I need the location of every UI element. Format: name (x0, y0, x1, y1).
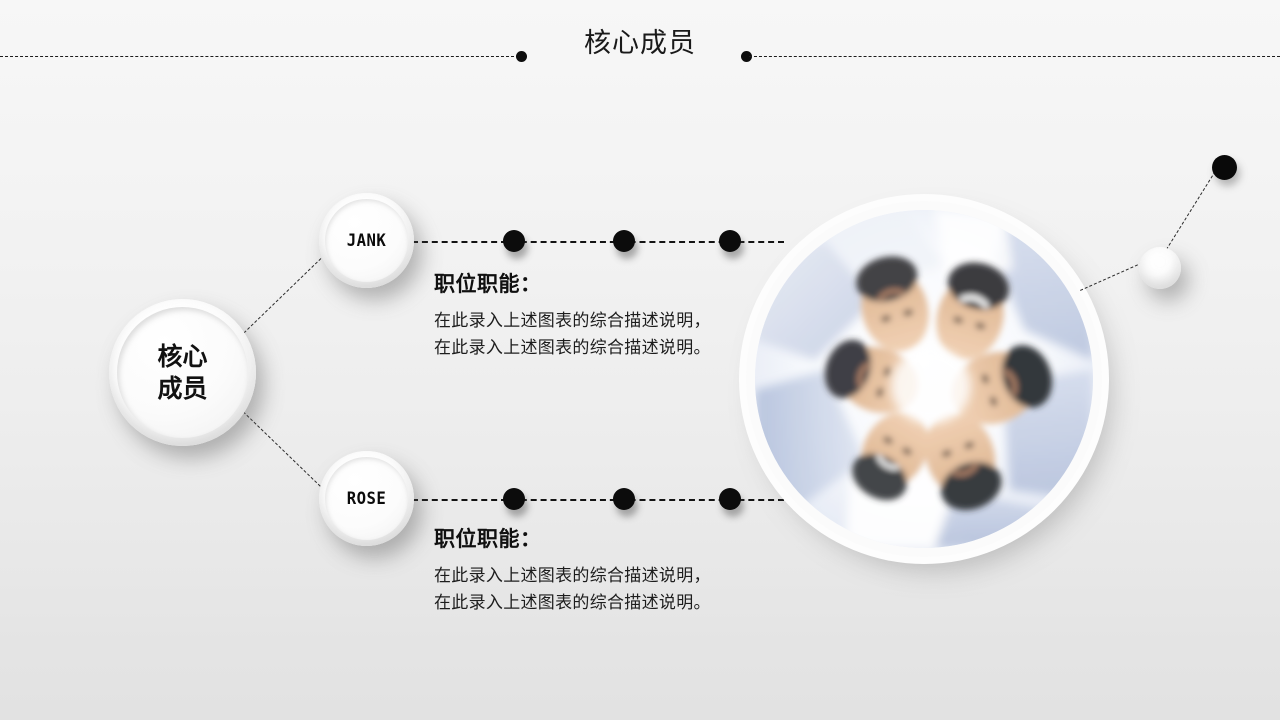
connector-line-rose (412, 499, 784, 501)
decorative-black-dot (1212, 155, 1237, 180)
member-description-rose: 在此录入上述图表的综合描述说明， 在此录入上述图表的综合描述说明。 (434, 566, 711, 613)
connector-line-jank (412, 241, 784, 243)
core-member-label: 核心 成员 (157, 342, 208, 403)
member-info-jank: 职位职能： 在此录入上述图表的综合描述说明， 在此录入上述图表的综合描述说明。 (434, 272, 711, 361)
decorative-small-sphere (1139, 247, 1181, 289)
member-name-jank: JANK (346, 230, 387, 251)
connector-core-to-rose (239, 408, 328, 494)
row-dot-bottom-2 (613, 488, 635, 510)
row-dot-bottom-1 (503, 488, 525, 510)
row-dot-top-1 (503, 230, 525, 252)
member-circle-jank[interactable]: JANK (319, 193, 414, 288)
header-dashed-line-left (0, 56, 519, 57)
header-dot-right (741, 51, 752, 62)
team-photo-image (755, 210, 1093, 548)
page-title: 核心成员 (584, 28, 696, 59)
member-description-jank: 在此录入上述图表的综合描述说明， 在此录入上述图表的综合描述说明。 (434, 311, 711, 358)
member-circle-rose[interactable]: ROSE (319, 451, 414, 546)
header-dot-left (516, 51, 527, 62)
row-dot-top-3 (719, 230, 741, 252)
member-name-rose: ROSE (346, 488, 387, 509)
member-info-rose: 职位职能： 在此录入上述图表的综合描述说明， 在此录入上述图表的综合描述说明。 (434, 527, 711, 616)
member-role-heading-rose: 职位职能： (434, 527, 542, 551)
core-member-circle[interactable]: 核心 成员 (109, 299, 256, 446)
row-dot-bottom-3 (719, 488, 741, 510)
team-photo-circle[interactable] (746, 201, 1102, 557)
row-dot-top-2 (613, 230, 635, 252)
connector-core-to-jank (240, 251, 329, 337)
header-dashed-line-right (749, 56, 1280, 57)
member-role-heading-jank: 职位职能： (434, 272, 542, 296)
